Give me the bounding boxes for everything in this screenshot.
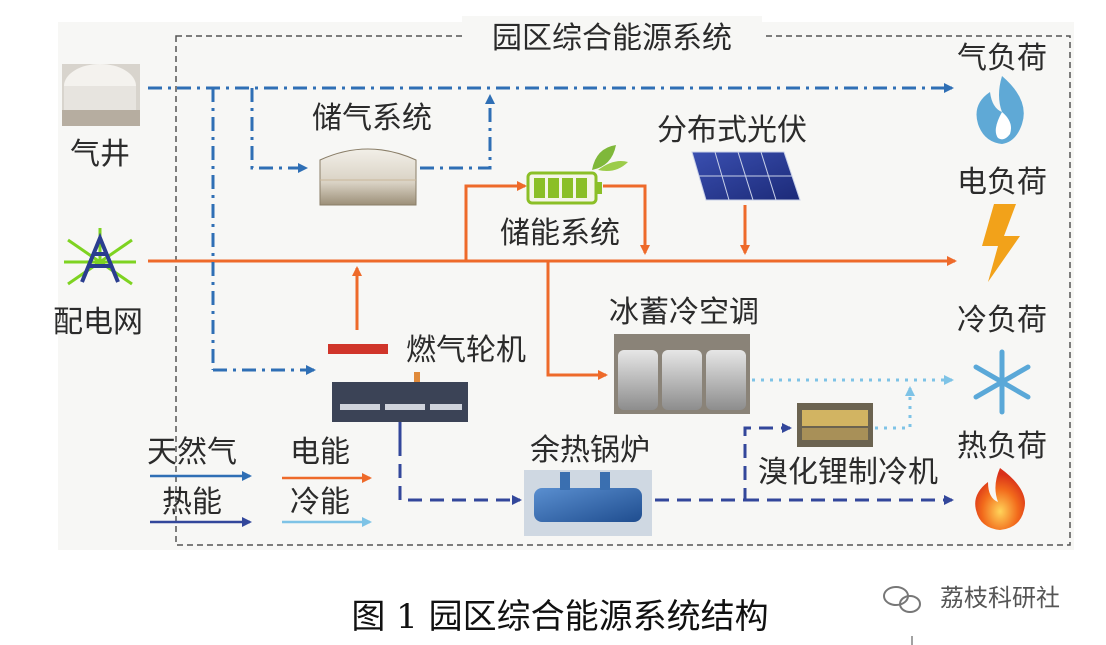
waste-heat-boiler-label: 余热锅炉	[530, 433, 650, 468]
cooling-load-label: 冷负荷	[957, 303, 1047, 338]
electric-flows	[148, 181, 957, 380]
turbine-to-boiler	[398, 420, 522, 505]
solar-panel-icon	[691, 151, 801, 201]
storage-to-gas-main	[420, 94, 495, 170]
waste-heat-boiler-icon	[524, 470, 652, 536]
legend-natural-gas-label: 天然气	[147, 435, 237, 470]
legend: 天然气 热能 电能 冷能	[147, 435, 372, 527]
boiler-to-chiller	[655, 423, 792, 502]
chiller-to-cooling-load	[875, 386, 915, 430]
system-boundary	[175, 35, 1071, 546]
tower-glyph	[80, 232, 120, 283]
gas-storage-tank-icon	[319, 148, 417, 206]
pv-label: 分布式光伏	[657, 113, 807, 148]
gas-flame-icon	[976, 76, 1024, 144]
battery-icon	[526, 145, 628, 205]
gas-load-label: 气负荷	[957, 41, 1047, 76]
gas-turbine-icon	[328, 344, 468, 422]
grid-label: 配电网	[53, 305, 143, 340]
gas-well-icon	[62, 64, 140, 126]
title-backdrop	[462, 16, 762, 56]
legend-electric-label: 电能	[290, 435, 350, 470]
watermark-text: 荔枝科研社	[940, 584, 1060, 612]
bus-to-storage	[464, 181, 527, 261]
electric-load-label: 电负荷	[957, 165, 1047, 200]
lightning-icon	[982, 204, 1020, 282]
storage-to-bus	[603, 184, 650, 255]
ice-storage-ac-label: 冰蓄冷空调	[609, 295, 759, 330]
gas-turbine-label: 燃气轮机	[406, 333, 526, 368]
wechat-icon	[883, 586, 921, 613]
heat-load-label: 热负荷	[957, 429, 1047, 464]
gas-storage-label: 储气系统	[312, 101, 432, 136]
cooling-flows	[752, 375, 954, 430]
figure-caption: 图 1 园区综合能源系统结构	[351, 597, 768, 637]
gas-to-storage	[250, 88, 308, 173]
gas-well-label: 气井	[70, 137, 130, 172]
libr-chiller-icon	[797, 403, 873, 447]
ice-storage-tanks-icon	[614, 334, 750, 414]
legend-heat-label: 热能	[162, 485, 222, 520]
bus-to-ice-ac	[546, 261, 608, 380]
libr-chiller-label: 溴化锂制冷机	[758, 455, 938, 490]
snowflake-icon	[973, 349, 1031, 415]
system-title: 园区综合能源系统	[492, 21, 732, 56]
legend-cooling-label: 冷能	[290, 485, 350, 520]
gas-flows	[148, 83, 954, 375]
heat-flame-icon	[975, 468, 1025, 530]
figure-background	[58, 22, 1074, 550]
energy-storage-label: 储能系统	[500, 216, 620, 251]
